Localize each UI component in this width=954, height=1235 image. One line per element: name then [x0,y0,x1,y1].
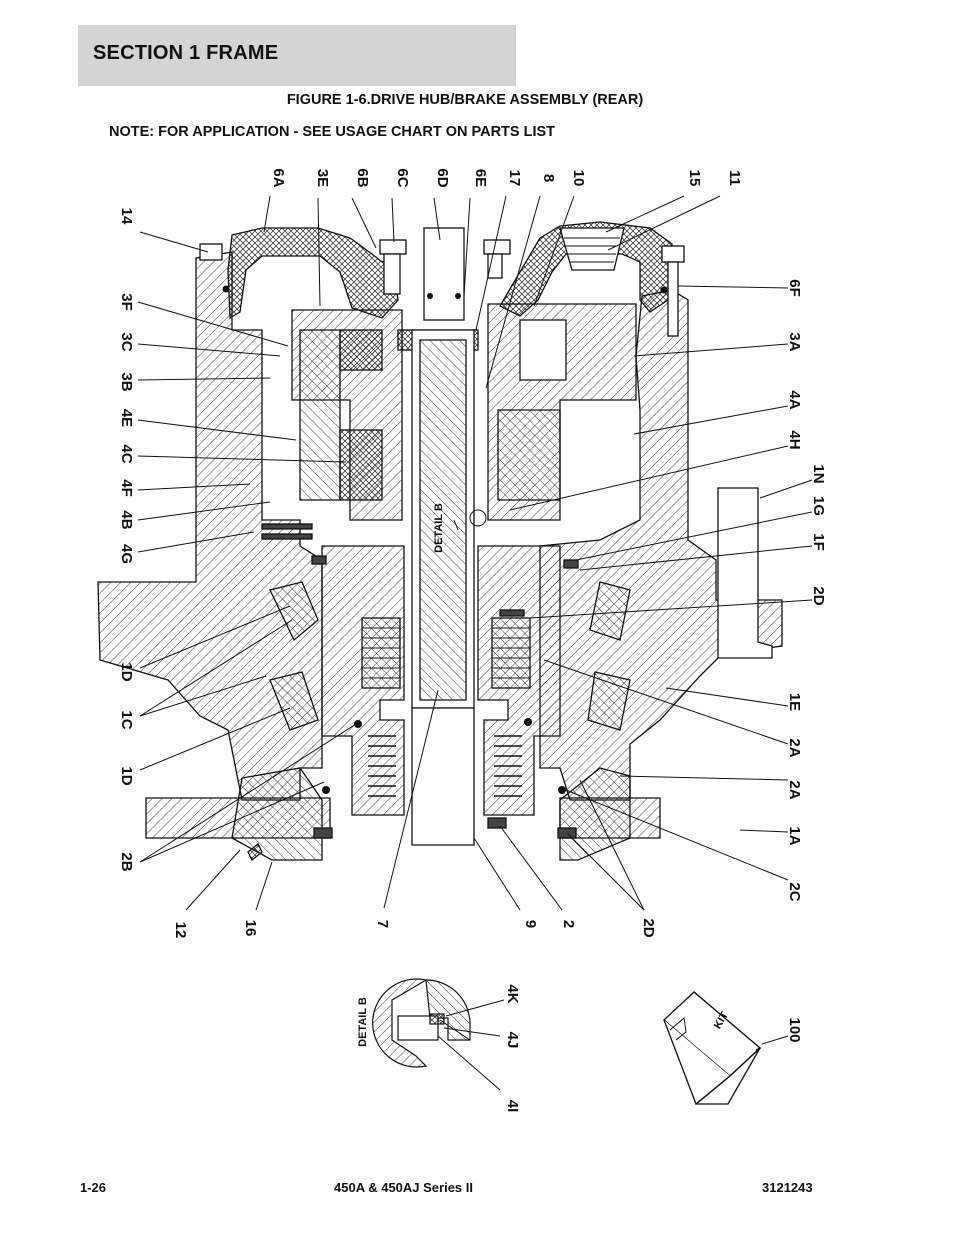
callout-1N: 1N [810,464,827,483]
callout-14: 14 [118,208,135,225]
callout-2B: 2B [118,852,135,871]
callout-12: 12 [172,922,189,939]
callout-3A: 3A [786,332,803,351]
detail-b-inline-label: DETAIL B [433,503,445,553]
callout-6A: 6A [270,168,287,187]
callout-4G: 4G [118,544,135,564]
hub-assembly-body [97,221,783,862]
usage-note: NOTE: FOR APPLICATION - SEE USAGE CHART … [109,124,556,140]
figure-title: FIGURE 1-6.DRIVE HUB/BRAKE ASSEMBLY (REA… [286,92,644,108]
callout-2: 2 [560,920,577,928]
callout-1C: 1C [118,710,135,729]
left-callouts: 14 3F 3C 3B 4E 4C 4F 4B 4G 1D 1C 1D 2B [118,208,135,872]
callout-1D-lower: 1D [118,766,135,785]
callout-9: 9 [522,920,539,928]
top-callouts: 6A 3E 6B 6C 6D 6E 17 8 10 15 11 [270,168,743,187]
callout-3E: 3E [314,169,331,187]
callout-4F: 4F [118,479,135,497]
callout-4K: 4K [504,984,521,1003]
section-title: SECTION 1 FRAME [93,42,279,64]
callout-1G: 1G [810,496,827,516]
callout-4A: 4A [786,390,803,409]
callout-1D-upper: 1D [118,662,135,681]
callout-100: 100 [786,1017,803,1042]
callout-4B: 4B [118,510,135,529]
callout-7: 7 [374,920,391,928]
callout-4J: 4J [504,1032,521,1049]
callout-4H: 4H [786,430,803,449]
model-name: 450A & 450AJ Series II [334,1180,473,1195]
callout-2D-right: 2D [810,586,827,605]
callout-17: 17 [506,170,523,187]
callout-8: 8 [540,174,557,182]
callout-6B: 6B [354,168,371,187]
callout-3C: 3C [118,332,135,351]
callout-3F: 3F [118,293,135,311]
callout-1A: 1A [786,826,803,845]
callout-6C: 6C [394,168,411,187]
callout-6D: 6D [434,168,451,187]
callout-10: 10 [570,170,587,187]
callout-2A-upper: 2A [786,738,803,757]
detail-b-title: DETAIL B [357,997,369,1047]
document-number: 3121243 [762,1180,813,1195]
callout-6E: 6E [472,169,489,187]
kit-box: KIT 100 [663,991,803,1106]
page-number: 1-26 [80,1180,107,1195]
drive-hub-brake-assembly-drawing: 6A 3E 6B 6C 6D 6E 17 8 10 15 11 14 3F 3C… [97,168,827,1113]
callout-2C: 2C [786,882,803,901]
callout-16: 16 [242,920,259,937]
callout-15: 15 [686,170,703,187]
leader-lines [137,195,813,911]
callout-11: 11 [726,170,743,186]
callout-4I: 4I [504,1100,521,1113]
callout-6F: 6F [786,279,803,297]
detail-b: DETAIL B 4K 4J 4I [357,978,521,1113]
bottom-callouts: 12 16 7 9 2 2D [172,918,657,938]
callout-4C: 4C [118,444,135,463]
section-header-bar [78,25,516,86]
callout-1E: 1E [786,693,803,711]
callout-3B: 3B [118,372,135,391]
callout-1F: 1F [810,533,827,551]
callout-2A-lower: 2A [786,780,803,799]
callout-4E: 4E [118,409,135,427]
callout-2D-bottom: 2D [640,918,657,937]
right-callouts: 6F 3A 4A 4H 1N 1G 1F 2D 1E 2A 2A 1A 2C [786,279,827,902]
